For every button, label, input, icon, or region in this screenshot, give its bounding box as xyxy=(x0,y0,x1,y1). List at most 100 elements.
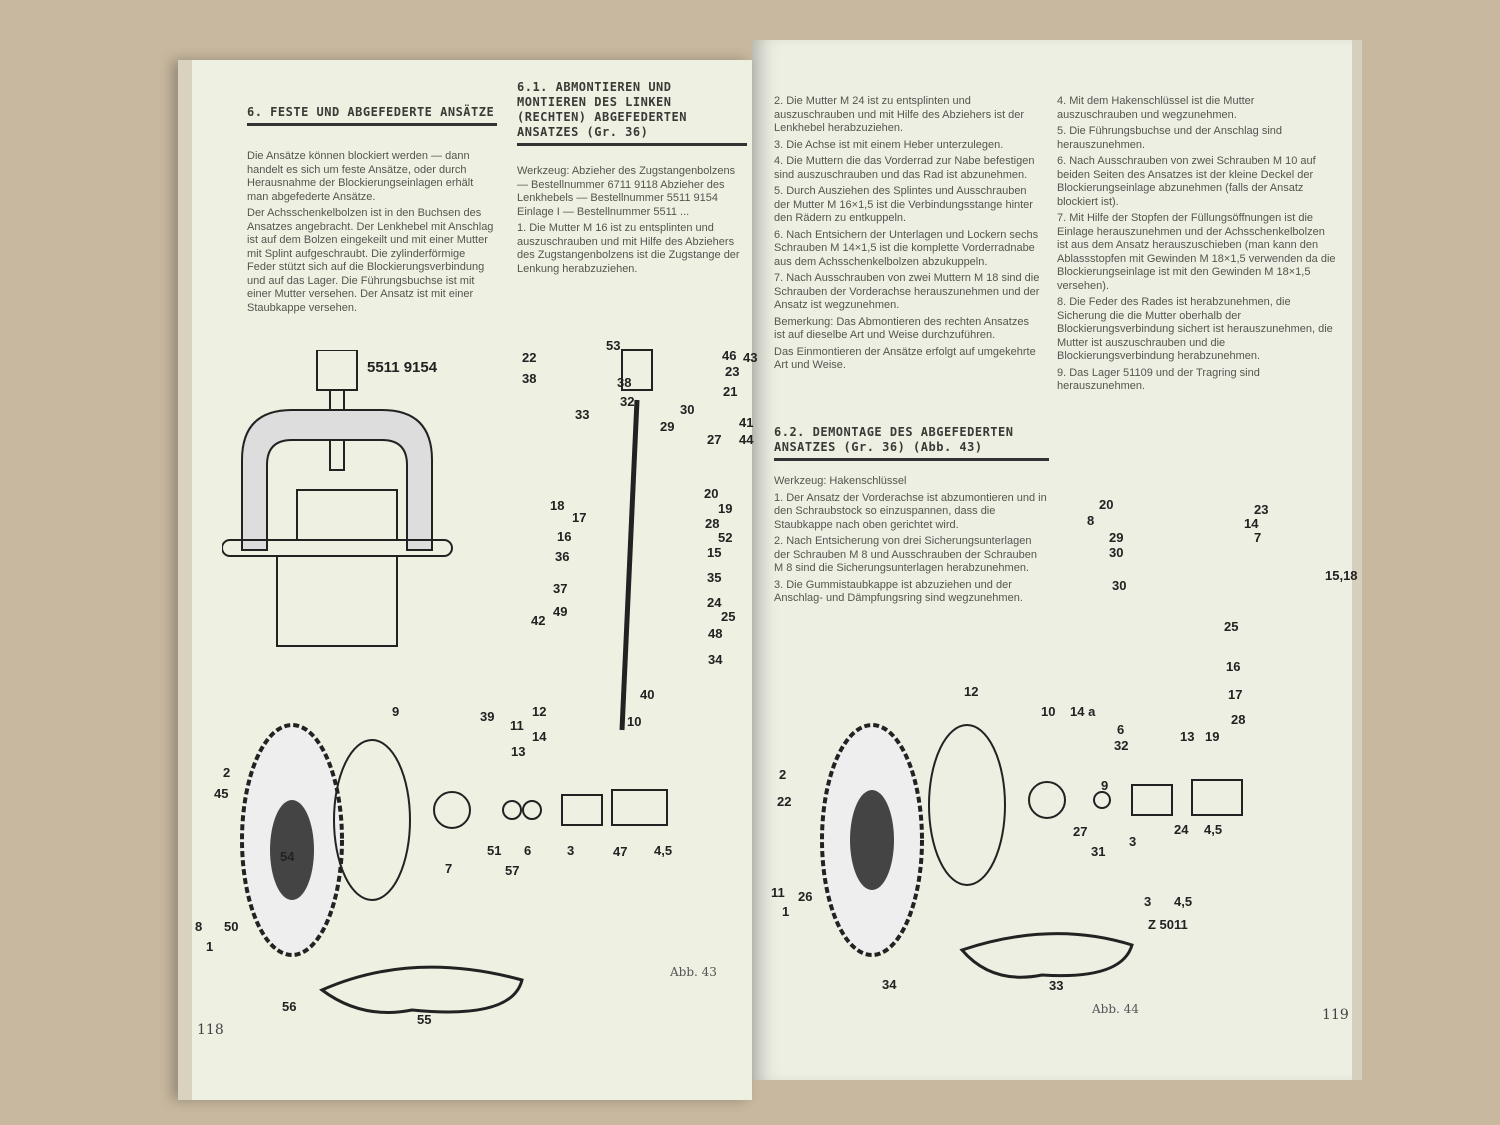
step: 2. Nach Entsicherung von drei Sicherungs… xyxy=(774,535,1037,574)
part-callout-label: 25 xyxy=(721,609,736,624)
step: 7. Mit Hilfe der Stopfen der Füllungsöff… xyxy=(1057,212,1336,292)
paragraph: Der Achsschenkelbolzen ist in den Buchse… xyxy=(247,207,494,314)
page-number: 119 xyxy=(1322,1007,1349,1023)
part-callout-label: 19 xyxy=(1205,729,1220,744)
part-callout-label: 7 xyxy=(445,861,453,876)
part-callout-label: 13 xyxy=(511,744,526,759)
step: 4. Die Muttern die das Vorderrad zur Nab… xyxy=(774,155,1035,181)
steps-continued: 2. Die Mutter M 24 ist zu entsplinten un… xyxy=(774,95,1042,376)
section-6-text: Die Ansätze können blockiert werden — da… xyxy=(247,150,497,318)
kingpin-shaft-drawing xyxy=(619,349,653,731)
part-callout-label: 22 xyxy=(522,350,537,365)
part-callout-label: 1 xyxy=(206,939,214,954)
step: 6. Nach Entsichern der Unterlagen und Lo… xyxy=(774,228,1039,268)
part-callout-label: 28 xyxy=(705,516,720,531)
part-callout-label: 17 xyxy=(1228,687,1243,702)
part-callout-label: 48 xyxy=(708,626,723,641)
part-callout-label: 20 xyxy=(704,486,719,501)
part-callout-label: 8 xyxy=(195,919,203,934)
part-callout-label: 34 xyxy=(882,977,897,992)
part-callout-label: 3 xyxy=(1144,894,1152,909)
part-callout-label: 38 xyxy=(617,375,632,390)
step: 2. Die Mutter M 24 ist zu entsplinten un… xyxy=(774,95,1025,134)
part-callout-label: 29 xyxy=(1109,530,1124,545)
part-callout-label: 23 xyxy=(1254,502,1269,517)
right-page: 2. Die Mutter M 24 ist zu entsplinten un… xyxy=(752,40,1362,1080)
part-callout-label: 46 xyxy=(722,348,737,363)
part-callout-label: 56 xyxy=(282,999,297,1014)
part-callout-label: 55 xyxy=(417,1012,432,1027)
part-callout-label: 14 xyxy=(1244,516,1259,531)
part-callout-label: 10 xyxy=(1041,704,1056,719)
part-callout-label: 13 xyxy=(1180,729,1195,744)
part-callout-label: 24 xyxy=(1174,822,1189,837)
part-callout-label: 15 xyxy=(707,545,722,560)
part-callout-label: 7 xyxy=(1254,530,1262,545)
step: 9. Das Lager 51109 und der Tragring sind… xyxy=(1057,366,1260,393)
part-callout-label: 2 xyxy=(223,765,231,780)
page-number: 118 xyxy=(197,1022,224,1038)
part-callout-label: 37 xyxy=(553,581,568,596)
part-callout-label: 57 xyxy=(505,863,520,878)
part-callout-label: 2 xyxy=(779,767,787,782)
part-callout-label: 33 xyxy=(575,407,590,422)
step: 1. Die Mutter M 16 ist zu entsplinten un… xyxy=(517,222,740,275)
part-callout-label: 31 xyxy=(1091,844,1106,859)
part-callout-label: 20 xyxy=(1099,497,1114,512)
step: 5. Die Führungsbuchse und der Anschlag s… xyxy=(1057,125,1283,151)
section-6-2-heading: 6.2. DEMONTAGE DES ABGEFEDERTEN ANSATZES… xyxy=(774,425,1049,461)
part-callout-label: 6 xyxy=(1117,722,1125,737)
figure-caption: Abb. 44 xyxy=(1092,1002,1139,1016)
part-callout-label: 16 xyxy=(557,529,572,544)
remark: Das Einmontieren der Ansätze erfolgt auf… xyxy=(774,345,1036,372)
part-callout-label: 33 xyxy=(1049,978,1064,993)
step: 3. Die Achse ist mit einem Heber unterzu… xyxy=(774,138,1004,151)
part-callout-label: 27 xyxy=(707,432,722,447)
section-6-1-text: Werkzeug: Abzieher des Zugstangenbolzens… xyxy=(517,165,747,279)
part-callout-label: 36 xyxy=(555,549,570,564)
part-callout-label: 16 xyxy=(1226,659,1241,674)
part-callout-label: 53 xyxy=(606,338,621,353)
part-callout-label: 51 xyxy=(487,843,502,858)
section-6-1-heading: 6.1. ABMONTIEREN UND MONTIEREN DES LINKE… xyxy=(517,80,747,146)
part-callout-label: 6 xyxy=(524,843,532,858)
part-callout-label: 32 xyxy=(620,394,635,409)
part-callout-label: 3 xyxy=(567,843,575,858)
tools-text: Werkzeug: Hakenschlüssel xyxy=(774,475,907,487)
part-callout-label: 3 xyxy=(1129,834,1137,849)
part-callout-label: 39 xyxy=(480,709,495,724)
part-callout-label: 45 xyxy=(214,786,229,801)
section-6-2-text: Werkzeug: Hakenschlüssel 1. Der Ansatz d… xyxy=(774,475,1049,609)
part-callout-label: 35 xyxy=(707,570,722,585)
step: 5. Durch Ausziehen des Splintes und Auss… xyxy=(774,185,1033,224)
part-callout-label: 1 xyxy=(782,904,790,919)
part-callout-label: 30 xyxy=(680,402,695,417)
part-callout-label: 30 xyxy=(1109,545,1124,560)
left-page: 6. FESTE UND ABGEFEDERTE ANSÄTZE Die Ans… xyxy=(178,60,757,1100)
step: 3. Die Gummistaubkappe ist abzuziehen un… xyxy=(774,578,1023,605)
part-callout-label: 28 xyxy=(1231,712,1246,727)
section-6-2-steps-continued: 4. Mit dem Hakenschlüssel ist die Mutter… xyxy=(1057,95,1337,397)
part-callout-label: 47 xyxy=(613,844,628,859)
remark: Bemerkung: Das Abmontieren des rechten A… xyxy=(774,315,1029,342)
part-callout-label: 9 xyxy=(392,704,400,719)
part-callout-label: 15,18 xyxy=(1325,568,1358,583)
part-callout-label: 8 xyxy=(1087,513,1095,528)
step: 6. Nach Ausschrauben von zwei Schrauben … xyxy=(1057,155,1316,208)
part-callout-label: 14 a xyxy=(1070,704,1096,719)
part-callout-label: 44 xyxy=(739,432,754,447)
part-callout-label: 42 xyxy=(531,613,546,628)
part-callout-label: 19 xyxy=(718,501,733,516)
part-callout-label: 49 xyxy=(553,604,568,619)
part-callout-label: 11 xyxy=(771,885,785,900)
part-callout-label: 24 xyxy=(707,595,722,610)
part-callout-label: 27 xyxy=(1073,824,1088,839)
part-callout-label: 30 xyxy=(1112,578,1127,593)
part-callout-label: 23 xyxy=(725,364,740,379)
part-callout-label: 21 xyxy=(723,384,738,399)
part-callout-label: 38 xyxy=(522,371,537,386)
exploded-wheel-assembly-drawing xyxy=(820,723,1243,979)
part-callout-label: 25 xyxy=(1224,619,1239,634)
part-callout-label: 12 xyxy=(964,684,979,699)
part-callout-label: 10 xyxy=(627,714,642,729)
